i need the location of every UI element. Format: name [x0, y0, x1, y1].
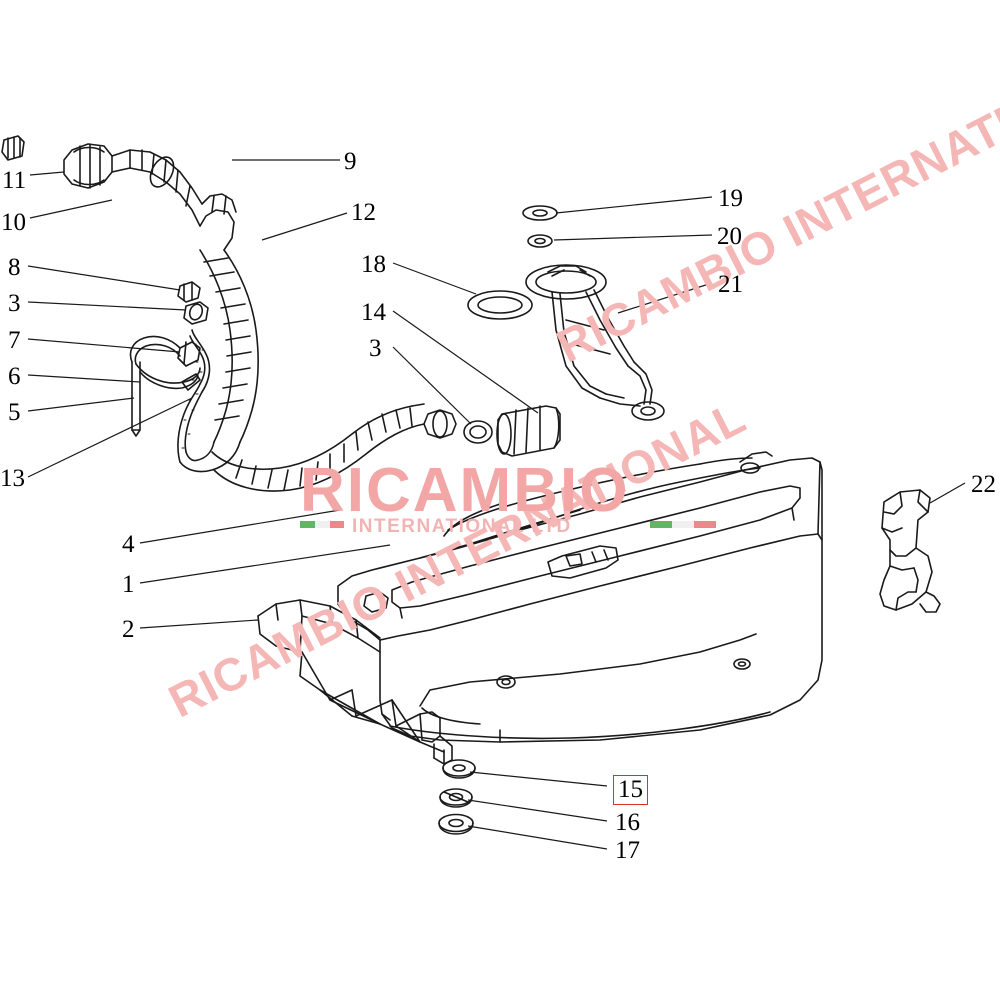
leader-10 — [29, 199, 113, 219]
tank-cradle — [257, 591, 453, 765]
small-fittings — [129, 281, 209, 437]
callout-15: 15 — [613, 775, 648, 805]
leader-22 — [929, 482, 966, 504]
leader-21 — [617, 282, 713, 314]
callout-11: 11 — [2, 167, 27, 194]
leader-8 — [27, 265, 181, 291]
leader-1 — [139, 544, 391, 584]
filler-neck — [1, 135, 259, 473]
callout-3: 3 — [369, 335, 382, 362]
sender-unit — [467, 205, 665, 421]
callout-5: 5 — [8, 399, 21, 426]
leader-19 — [555, 196, 713, 214]
callout-9: 9 — [344, 148, 357, 175]
callout-16: 16 — [615, 809, 640, 836]
leader-5 — [27, 397, 135, 412]
callout-19: 19 — [718, 185, 743, 212]
bracket-22 — [879, 489, 941, 613]
callout-4: 4 — [122, 531, 135, 558]
vent-hose-13 — [177, 329, 211, 463]
callout-3: 3 — [8, 290, 21, 317]
callout-14: 14 — [361, 299, 386, 326]
callout-17: 17 — [615, 837, 640, 864]
leader-6 — [27, 374, 141, 383]
fuel-tank — [337, 451, 823, 743]
callout-2: 2 — [122, 616, 135, 643]
leader-7 — [27, 338, 181, 353]
leader-20 — [553, 234, 713, 241]
callout-22: 22 — [971, 471, 996, 498]
callout-20: 20 — [717, 223, 742, 250]
callout-1: 1 — [122, 571, 135, 598]
callout-12: 12 — [351, 199, 376, 226]
leader-11 — [29, 171, 65, 176]
leader-14 — [392, 310, 539, 414]
main-hose-4 — [211, 403, 457, 492]
leader-16 — [467, 799, 608, 822]
callout-7: 7 — [8, 327, 21, 354]
leader-18 — [392, 262, 477, 295]
callout-13: 13 — [0, 465, 25, 492]
leader-2 — [139, 619, 259, 629]
leader-17 — [467, 825, 608, 850]
callout-8: 8 — [8, 254, 21, 281]
leader-4 — [139, 509, 341, 544]
leader-3b — [392, 346, 472, 425]
leader-15 — [469, 771, 608, 787]
callout-21: 21 — [718, 271, 743, 298]
leader-12 — [261, 212, 348, 241]
washers-stack — [438, 759, 476, 835]
callout-6: 6 — [8, 363, 21, 390]
tank-inlet — [463, 405, 561, 457]
leader-3a — [27, 301, 187, 311]
callout-10: 10 — [1, 209, 26, 236]
leader-13 — [27, 397, 193, 478]
callout-18: 18 — [361, 251, 386, 278]
